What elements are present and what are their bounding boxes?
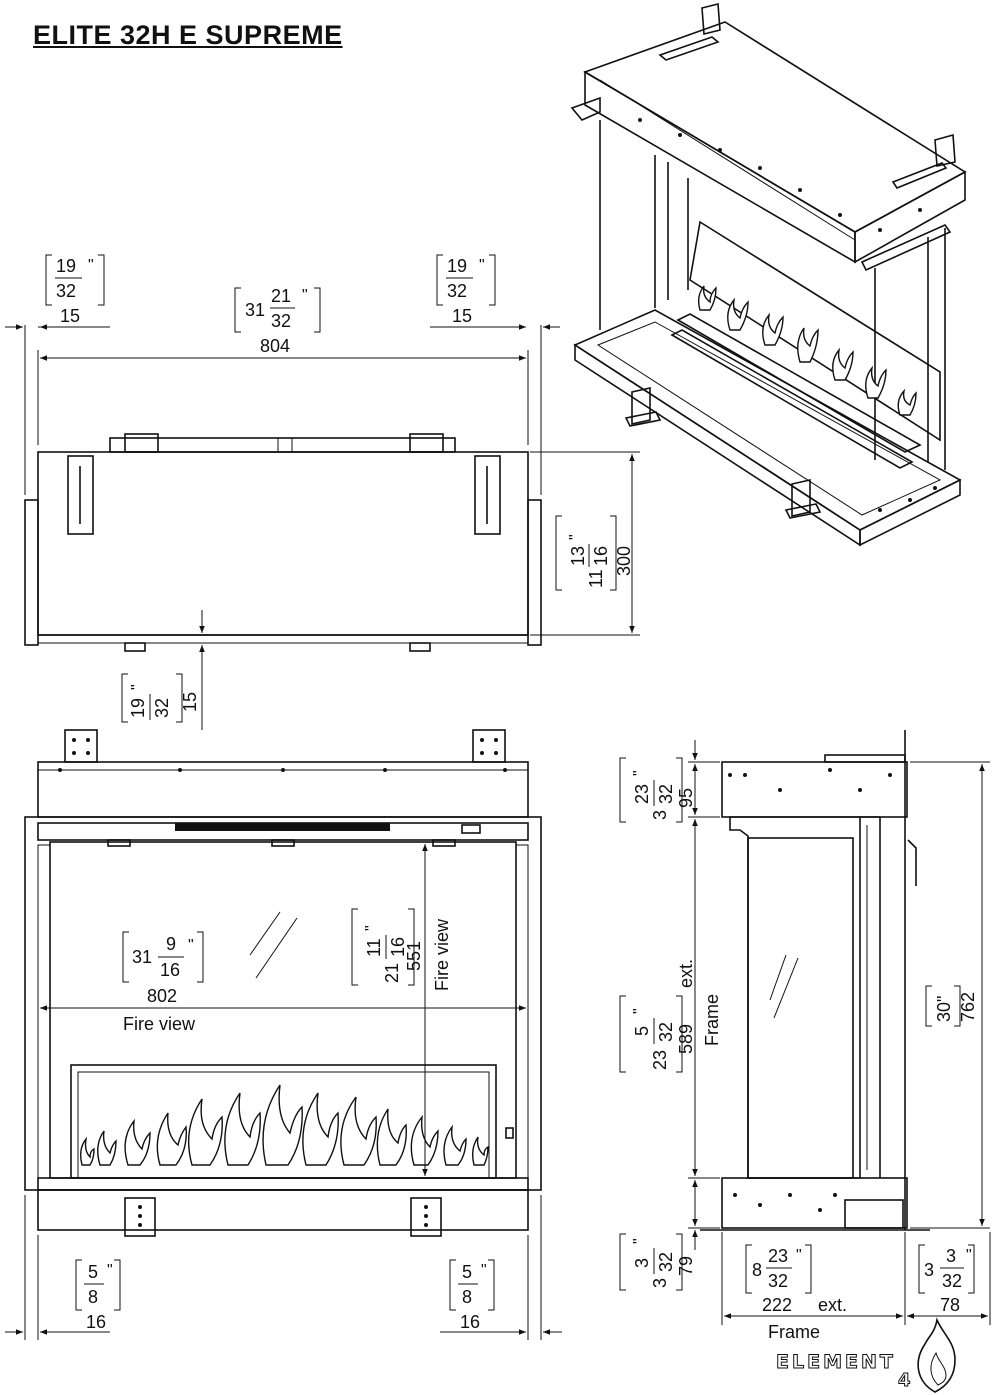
svg-text:": ": [188, 937, 194, 954]
side-bottom-dim: 3 3 32 " 79: [619, 1233, 696, 1291]
svg-text:": ": [631, 1008, 648, 1014]
dim-inch-den: 32: [447, 281, 467, 301]
svg-text:": ": [631, 1238, 648, 1244]
ext-label: ext.: [676, 959, 696, 988]
dim-mm: 551: [404, 941, 424, 971]
dim-inch-whole: 31: [132, 947, 152, 967]
fire-width-dim: 31 9 16 " 802 Fire view: [122, 931, 204, 1034]
dim-inch-num: 23: [768, 1246, 788, 1266]
dim-inch-num: 5: [632, 1026, 652, 1036]
dim-inch-den: 32: [942, 1271, 962, 1291]
dim-mm: 589: [676, 1024, 696, 1054]
dim-mm: 15: [180, 692, 200, 712]
dim-mm: 79: [676, 1256, 696, 1276]
dim-inch-den: 32: [656, 784, 676, 804]
side-total-height-dim: 30" 762: [925, 985, 978, 1027]
dim-inch-num: 11: [364, 938, 384, 957]
isometric-view: [570, 2, 967, 547]
page-title: ELITE 32H E SUPREME: [33, 20, 343, 50]
dim-inch-den: 32: [656, 1022, 676, 1042]
svg-text:": ": [481, 1262, 487, 1279]
dim-inch-num: 5: [462, 1262, 472, 1282]
dim-inch-den: 32: [56, 281, 76, 301]
side-rear-dim: 3 3 32 " 78: [918, 1244, 975, 1315]
dim-inch-den: 32: [768, 1271, 788, 1291]
fire-view-label: Fire view: [432, 918, 452, 991]
svg-text:": ": [107, 1262, 113, 1279]
svg-text:": ": [363, 925, 380, 931]
dim-inch-num: 3: [632, 1258, 652, 1268]
svg-text:": ": [631, 770, 648, 776]
dim-mm: 802: [147, 986, 177, 1006]
dim-inch-whole: 21: [382, 963, 402, 983]
dim-inch-num: 21: [271, 286, 291, 306]
front-left-side-dim: 5 8 " 16: [75, 1259, 121, 1332]
dim-inch: 30": [934, 996, 954, 1022]
front-right-side-dim: 5 8 " 16: [449, 1259, 495, 1332]
top-view: [5, 324, 640, 730]
dim-inch-num: 19: [128, 698, 148, 718]
dim-mm: 78: [940, 1295, 960, 1315]
dim-inch-den: 8: [462, 1287, 472, 1307]
front-view: [5, 729, 562, 1340]
svg-text:": ": [966, 1247, 972, 1264]
dim-inch-den: 16: [388, 937, 408, 957]
top-front-lip-dim: 19 32 " 15: [121, 673, 200, 723]
dim-inch-den: 16: [591, 546, 611, 566]
dim-inch-den: 32: [152, 698, 172, 718]
svg-text:": ": [88, 257, 94, 274]
dim-mm: 300: [614, 546, 634, 576]
side-frame-dim: 23 5 32 " 589 ext. Frame: [619, 959, 722, 1073]
top-depth-dim: 11 13 16 " 300: [555, 515, 634, 591]
svg-text:": ": [796, 1247, 802, 1264]
side-top-dim: 3 23 32 " 95: [619, 757, 696, 823]
dim-mm: 222: [762, 1295, 792, 1315]
svg-text:": ": [302, 287, 308, 304]
dim-mm: 804: [260, 336, 290, 356]
brand-logo-suffix: 4: [898, 1370, 911, 1392]
dim-inch-den: 32: [656, 1252, 676, 1272]
frame-label: Frame: [702, 994, 722, 1046]
side-view: [688, 730, 991, 1325]
dim-inch-num: 19: [56, 256, 76, 276]
dim-mm: 16: [460, 1312, 480, 1332]
ext-label: ext.: [818, 1295, 847, 1315]
brand-logo-text: ELEMENT: [776, 1351, 896, 1374]
fire-view-label: Fire view: [123, 1014, 196, 1034]
top-left-side-dim: 19 32 " 15: [45, 254, 105, 326]
dim-inch-whole: 23: [650, 1050, 670, 1070]
top-width-dim: 31 21 32 " 804: [234, 286, 321, 356]
top-right-side-dim: 19 32 " 15: [436, 254, 496, 326]
dim-inch-num: 9: [166, 934, 176, 954]
frame-label: Frame: [768, 1322, 820, 1342]
dim-inch-whole: 31: [245, 300, 265, 320]
dim-inch-whole: 3: [650, 810, 670, 820]
dim-inch-num: 19: [447, 256, 467, 276]
dim-mm: 16: [86, 1312, 106, 1332]
dim-inch-num: 5: [88, 1262, 98, 1282]
dim-inch-num: 23: [632, 784, 652, 804]
svg-text:": ": [129, 684, 146, 690]
dim-inch-whole: 3: [924, 1260, 934, 1280]
dim-mm: 15: [452, 306, 472, 326]
svg-text:": ": [479, 257, 485, 274]
dim-mm: 95: [676, 788, 696, 808]
side-depth-dim: 8 23 32 " 222 ext. Frame: [745, 1244, 847, 1342]
svg-text:": ": [567, 534, 584, 540]
dim-inch-whole: 8: [752, 1260, 762, 1280]
dim-mm: 15: [60, 306, 80, 326]
dim-inch-whole: 3: [650, 1278, 670, 1288]
dim-inch-num: 3: [946, 1246, 956, 1266]
brand-flame-icon: [917, 1317, 956, 1393]
dim-inch-den: 32: [271, 311, 291, 331]
dim-inch-num: 13: [568, 546, 588, 566]
dim-inch-den: 8: [88, 1287, 98, 1307]
dim-inch-whole: 11: [586, 569, 606, 588]
fire-height-dim: 21 11 16 " 551 Fire view: [351, 908, 452, 991]
dim-mm: 762: [958, 992, 978, 1022]
dim-inch-den: 16: [160, 960, 180, 980]
